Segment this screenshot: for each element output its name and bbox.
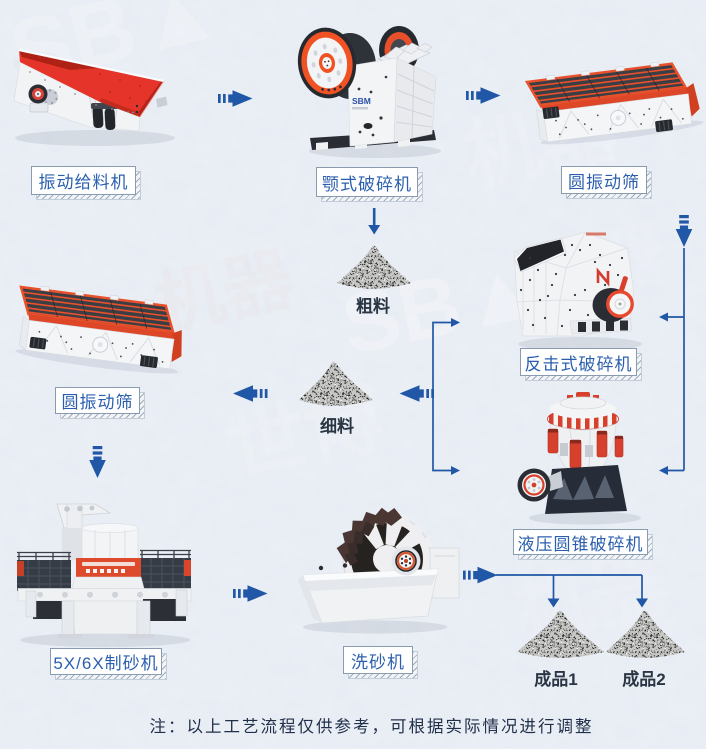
svg-text:SBM: SBM [352,96,371,106]
